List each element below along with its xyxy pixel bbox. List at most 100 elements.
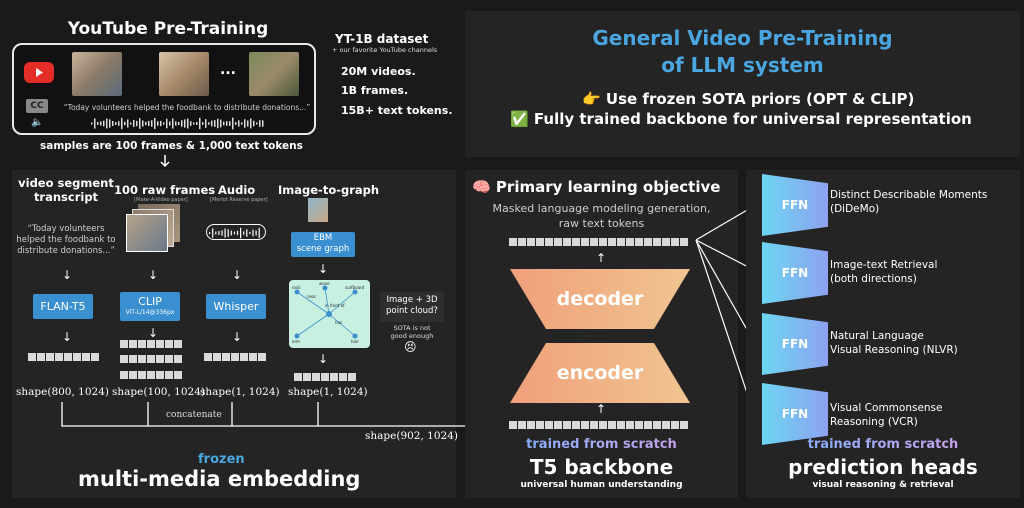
frame-image <box>126 214 168 252</box>
audio-note: [Merlot Reserve paper] <box>210 197 268 203</box>
waveform-icon <box>209 227 260 239</box>
token-cell <box>608 238 616 246</box>
graph-label: has <box>335 320 342 325</box>
objective-title: 🧠 Primary learning objective <box>472 178 720 196</box>
down-arrow-icon: ↓ <box>318 262 329 276</box>
flan-t5-box: FLAN-T5 <box>33 294 93 319</box>
up-arrow-icon: ↑ <box>596 251 607 265</box>
output-token-row <box>509 238 688 246</box>
waveform-bar <box>157 121 159 126</box>
whisper-box: Whisper <box>206 294 266 319</box>
cc-icon: CC <box>26 99 48 113</box>
transcript-quote: “Today volunteers helped the foodbank to… <box>16 224 116 256</box>
shape-label: shape(800, 1024) <box>16 386 109 398</box>
scene-graph-diagram: rock wave surfboard near in front of has… <box>292 281 365 344</box>
waveform-bar <box>215 231 217 235</box>
sota-note-line1: SOTA is not <box>393 324 431 332</box>
head-label-line1: Visual Commonsense <box>830 402 943 414</box>
objective-text: Primary learning objective <box>495 178 721 196</box>
concatenate-label: concatenate <box>166 410 222 420</box>
point-cloud-box: Image + 3D point cloud? <box>380 292 444 322</box>
graph-label: rock <box>292 285 301 290</box>
token-cell <box>536 238 544 246</box>
frozen-label: frozen <box>198 452 245 467</box>
head-label-line2: Reasoning (VCR) <box>830 416 918 428</box>
image-to-graph-title: Image-to-graph <box>278 183 380 197</box>
waveform-bar <box>142 120 144 127</box>
token-cell <box>509 421 517 429</box>
down-arrow-icon: ↓ <box>232 268 243 282</box>
frame-stack <box>126 204 184 254</box>
token-cell <box>599 238 607 246</box>
waveform-bar <box>223 121 225 126</box>
waveform-bar <box>256 122 258 125</box>
frames-note: [Make-A-Video paper] <box>134 197 188 203</box>
waveform-bar <box>112 120 114 127</box>
objective-desc: Masked language modeling generation, raw… <box>465 201 738 231</box>
waveform-bar <box>218 231 220 235</box>
head-label-line2: Visual Reasoning (NLVR) <box>830 344 958 356</box>
token-cell <box>653 421 661 429</box>
waveform-bar <box>133 119 135 128</box>
token-cell <box>563 421 571 429</box>
waveform-bar <box>217 118 219 129</box>
backbone-trained-label: trained from scratch <box>465 437 738 452</box>
objective-desc-line1: Masked language modeling generation, <box>492 202 711 215</box>
token-row <box>120 340 182 348</box>
clip-label: CLIP <box>138 295 162 308</box>
token-cell <box>626 421 634 429</box>
token-cell <box>662 238 670 246</box>
graph-label: hair <box>351 339 359 344</box>
waveform-bar <box>233 231 235 235</box>
waveform-bar <box>211 120 213 127</box>
head-label-line1: Distinct Describable Moments <box>830 189 988 201</box>
dataset-title: YT-1B dataset <box>335 32 429 46</box>
waveform-bar <box>106 118 108 129</box>
waveform-bar <box>172 118 174 129</box>
waveform-bar <box>169 121 171 126</box>
header-panel <box>465 11 1020 157</box>
token-cell <box>626 238 634 246</box>
token-cell <box>545 421 553 429</box>
waveform-bar <box>151 120 153 127</box>
audio-waveform <box>91 117 264 130</box>
clip-sublabel: ViT-L/14@336px <box>125 309 175 316</box>
token-row <box>120 355 182 363</box>
waveform-bar <box>181 120 183 127</box>
waveform-bar <box>247 120 249 127</box>
head-label: Image-text Retrieval (both directions) <box>830 258 937 286</box>
token-cell <box>554 238 562 246</box>
heads-trained-label: trained from scratch <box>746 437 1020 452</box>
backbone-panel <box>465 170 738 498</box>
shape-label: shape(1, 1024) <box>288 386 368 398</box>
ffn-block: FFN <box>762 242 828 304</box>
graph-label: near <box>307 294 316 299</box>
bullet-priors: 👉 Use frozen SOTA priors (OPT & CLIP) <box>582 90 914 108</box>
waveform-bar <box>243 231 245 235</box>
sota-note: SOTA is not good enough <box>380 324 444 340</box>
waveform-bar <box>255 230 257 236</box>
backbone-subtitle: universal human understanding <box>520 480 683 490</box>
shape-label: shape(100, 1024) <box>112 386 205 398</box>
ffn-block: FFN <box>762 383 828 445</box>
token-cell <box>680 421 688 429</box>
embedding-footer: multi-media embedding <box>78 467 361 491</box>
waveform-bar <box>97 122 99 125</box>
token-cell <box>608 421 616 429</box>
token-row <box>28 353 99 361</box>
waveform-bar <box>94 118 96 129</box>
waveform-bar <box>190 121 192 126</box>
token-cell <box>617 421 625 429</box>
play-icon <box>36 68 43 77</box>
waveform-bar <box>145 121 147 126</box>
waveform-bar <box>118 121 120 126</box>
waveform-bar <box>232 117 234 130</box>
head-label-line1: Image-text Retrieval <box>830 259 938 271</box>
token-cell <box>653 238 661 246</box>
down-arrow-icon: ↓ <box>62 330 73 344</box>
waveform-bar <box>246 229 248 237</box>
token-cell <box>635 238 643 246</box>
token-cell <box>554 421 562 429</box>
token-cell <box>563 238 571 246</box>
waveform-bar <box>220 119 222 128</box>
